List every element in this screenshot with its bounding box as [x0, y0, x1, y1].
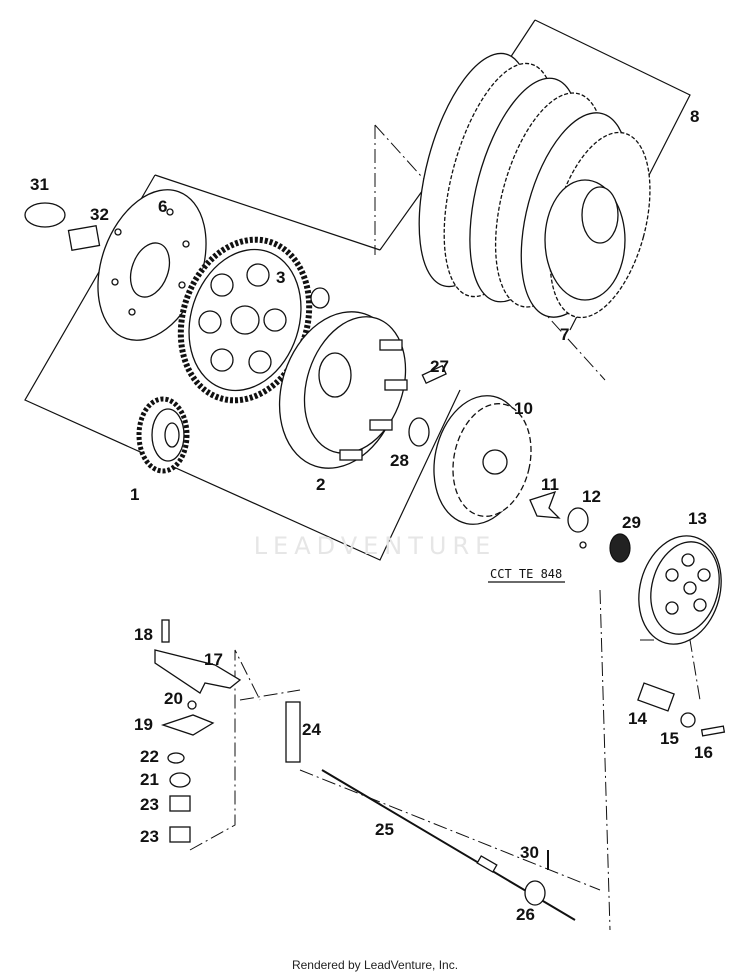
washer-3 [310, 287, 330, 309]
group-outline-lines [24, 19, 701, 931]
label-28: 28 [390, 451, 409, 470]
label-17: 17 [204, 650, 223, 669]
spring-14 [637, 682, 675, 712]
washer-15 [680, 712, 696, 728]
needle-bearing-32 [67, 224, 101, 252]
label-16: 16 [694, 743, 713, 762]
label-27: 27 [430, 357, 449, 376]
label-18: 18 [134, 625, 153, 644]
label-23a: 23 [140, 795, 159, 814]
pressure-plate-6 [97, 189, 207, 341]
plate-19 [160, 714, 215, 736]
label-1: 1 [130, 485, 139, 504]
label-20: 20 [164, 689, 183, 708]
bushing-23-upper [169, 795, 191, 812]
clutch-basket-2 [278, 311, 408, 469]
nut-12 [567, 507, 589, 533]
bushing-31 [24, 202, 66, 228]
footer-credit: Rendered by LeadVenture, Inc. [291, 958, 459, 972]
label-31: 31 [30, 175, 49, 194]
label-30: 30 [520, 843, 539, 862]
label-32: 32 [90, 205, 109, 224]
label-22: 22 [140, 747, 159, 766]
label-2: 2 [316, 475, 325, 494]
label-10: 10 [514, 399, 533, 418]
label-26: 26 [516, 905, 535, 924]
reference-note: CCT TE 848 [490, 567, 562, 581]
label-8: 8 [690, 107, 699, 126]
lock-washer-11 [529, 490, 561, 519]
label-24: 24 [302, 720, 321, 739]
label-23b: 23 [140, 827, 159, 846]
label-7: 7 [560, 325, 569, 344]
bolt-16 [700, 725, 726, 737]
pin-27 [421, 364, 447, 385]
pressure-cap-13 [638, 535, 722, 645]
piston-26 [524, 880, 546, 906]
release-lever-17 [154, 649, 242, 694]
inner-hub-10 [433, 395, 532, 525]
washer-28 [408, 417, 430, 447]
circlip-22 [167, 752, 185, 764]
callout-labels: 1 2 3 6 7 8 10 11 12 13 14 15 16 17 18 1… [30, 107, 713, 924]
bushing-23-lower [169, 826, 191, 843]
ball-26 [476, 855, 498, 873]
clutch-plates-stack [418, 52, 651, 319]
screw-small [579, 541, 587, 549]
label-11: 11 [541, 475, 559, 494]
primary-gear [177, 236, 313, 404]
label-13: 13 [688, 509, 707, 528]
label-6: 6 [158, 197, 167, 216]
label-3: 3 [276, 268, 285, 287]
label-19: 19 [134, 715, 153, 734]
watermark: LEADVENTURE [253, 532, 497, 560]
small-gear [136, 396, 190, 474]
label-15: 15 [660, 729, 679, 748]
bolt-18 [161, 619, 170, 643]
label-29: 29 [622, 513, 641, 532]
screw-20 [187, 700, 197, 710]
release-shaft-24 [285, 701, 301, 763]
seal-21 [169, 772, 191, 788]
label-12: 12 [582, 487, 601, 506]
label-21: 21 [140, 770, 159, 789]
label-25: 25 [375, 820, 394, 839]
bearing-29 [609, 533, 631, 563]
label-14: 14 [628, 709, 647, 728]
